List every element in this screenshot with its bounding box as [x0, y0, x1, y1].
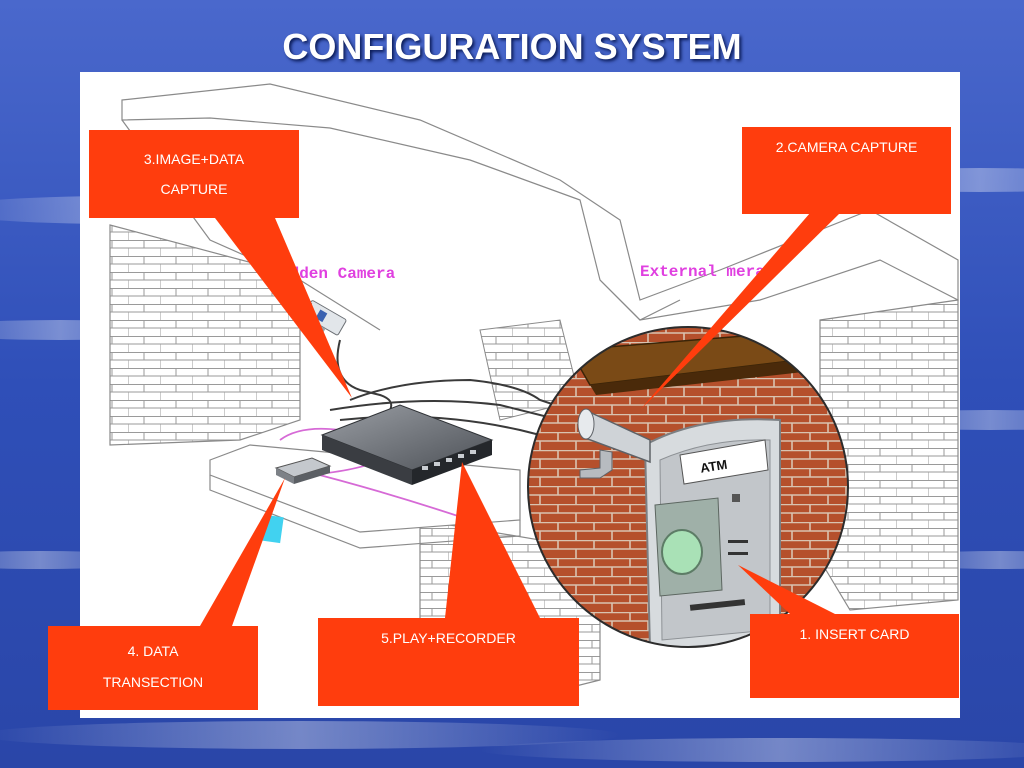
camera-cables	[329, 339, 571, 441]
callout-data-transection-line1: 4. DATA	[127, 643, 179, 659]
atm-sign-label: ATM	[699, 457, 728, 476]
hidden-camera-label: idden Camera	[280, 265, 396, 283]
callout-pointers	[200, 213, 840, 626]
callout-data-transection-line2: TRANSECTION	[102, 674, 204, 690]
pointer-insert-card	[738, 565, 835, 614]
callout-insert-card: 1. INSERT CARD	[750, 614, 959, 698]
pointer-play-recorder	[445, 462, 540, 618]
pointer-image-data-capture	[215, 218, 352, 398]
callout-data-transection: 4. DATA TRANSECTION	[48, 626, 258, 710]
external-camera-icon	[577, 408, 651, 479]
callout-image-data-capture: 3.IMAGE+DATA CAPTURE	[89, 130, 299, 218]
dvr-recorder-icon	[320, 404, 494, 485]
pointer-data-transection	[200, 478, 285, 626]
callout-play-recorder: 5.PLAY+RECORDER	[318, 618, 579, 706]
data-device-icon	[274, 457, 332, 484]
callout-insert-card-text: 1. INSERT CARD	[799, 626, 910, 642]
callout-play-recorder-text: 5.PLAY+RECORDER	[381, 630, 516, 646]
external-camera-label: External mera	[640, 263, 765, 281]
callout-camera-capture-text: 2.CAMERA CAPTURE	[775, 139, 918, 155]
pointer-camera-capture	[640, 213, 840, 410]
callout-image-data-capture-line2: CAPTURE	[160, 181, 228, 197]
callout-image-data-capture-line1: 3.IMAGE+DATA	[143, 151, 245, 167]
callout-camera-capture: 2.CAMERA CAPTURE	[742, 127, 951, 214]
slide-title: CONFIGURATION SYSTEM	[282, 26, 742, 67]
